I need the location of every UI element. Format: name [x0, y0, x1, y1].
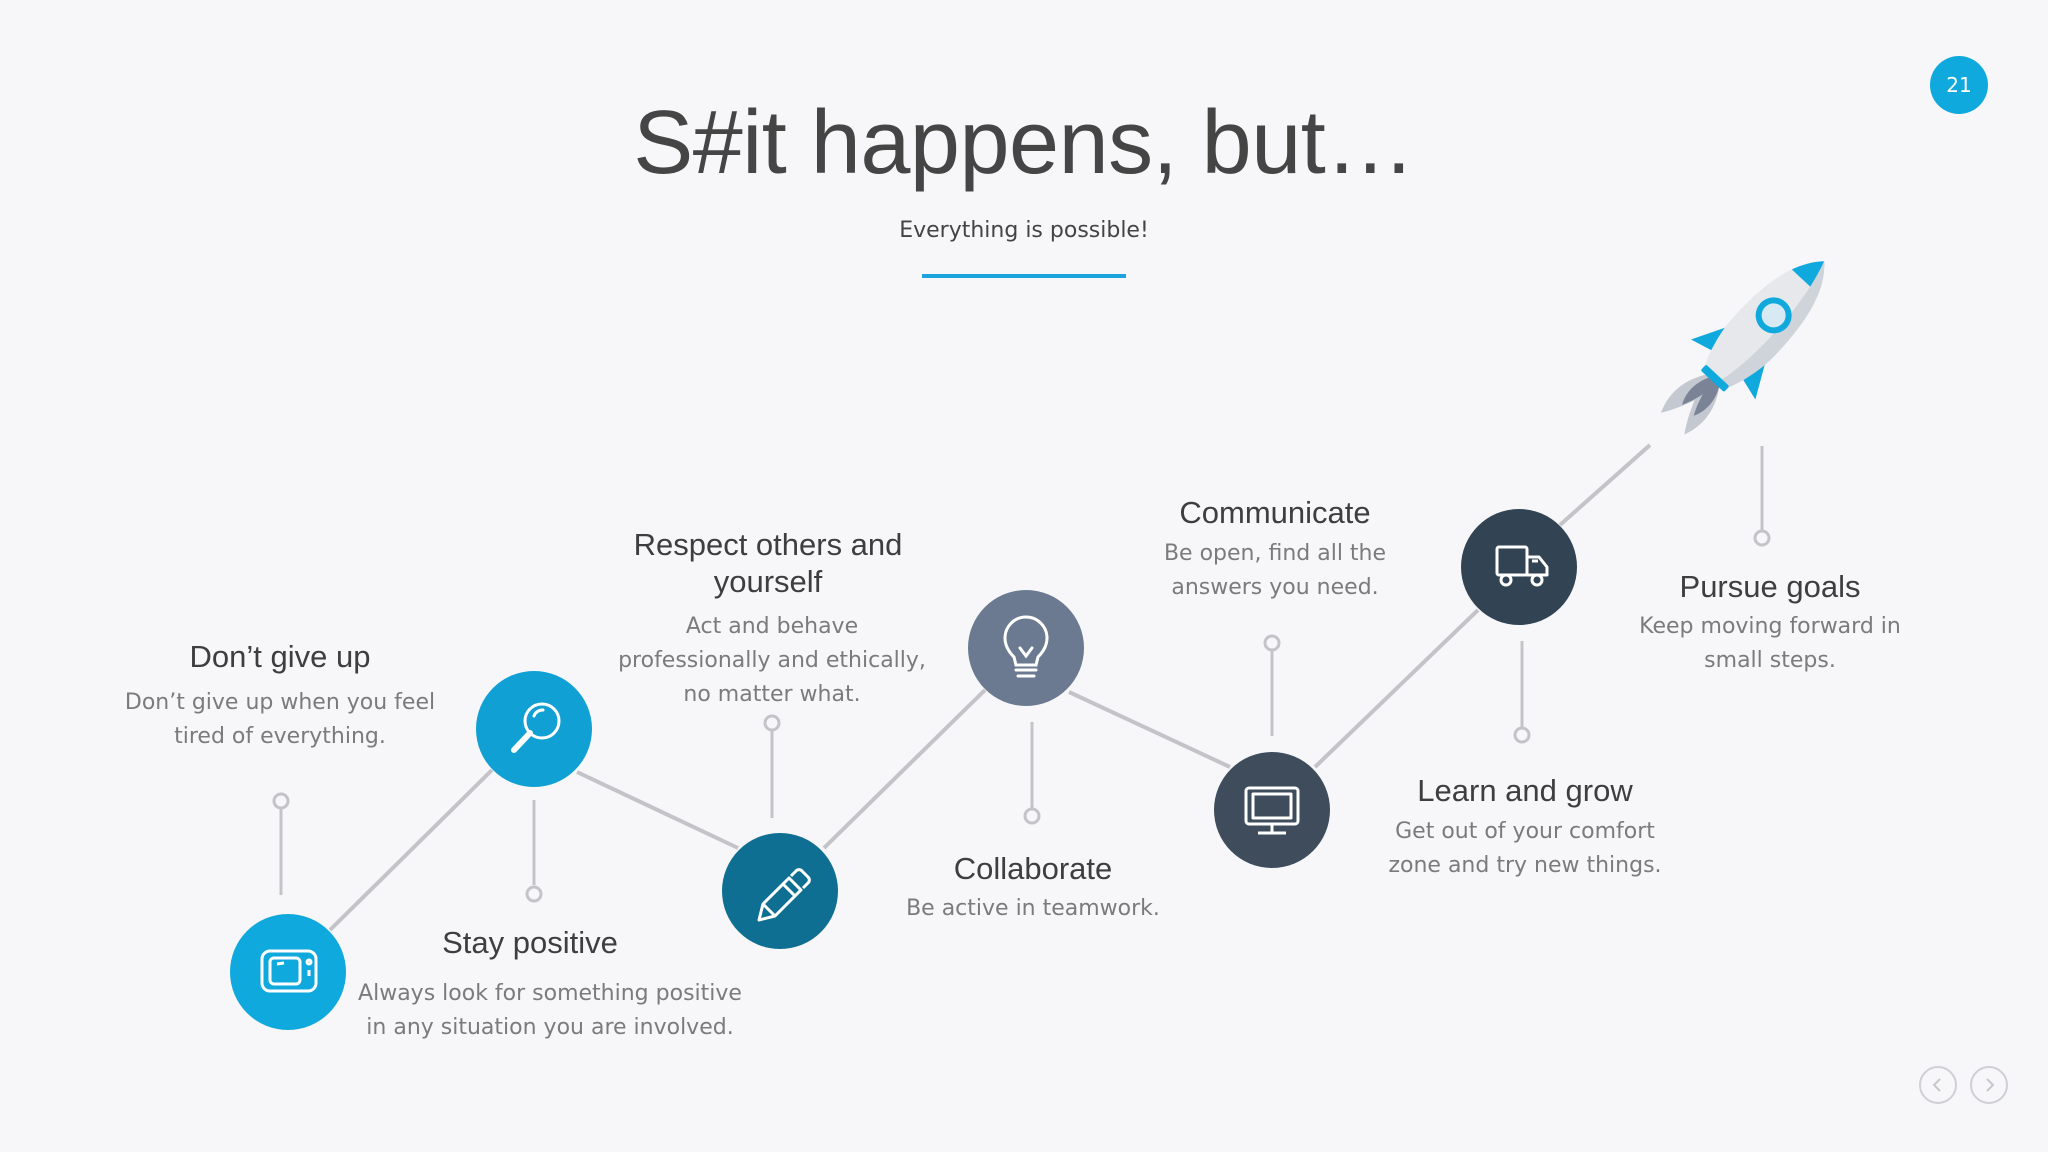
lightbulb-icon [1003, 615, 1049, 678]
title-line: yourself [713, 564, 823, 599]
desc-line: small steps. [1704, 648, 1836, 673]
step-title-collaborate: Collaborate [953, 851, 1113, 886]
pins [272, 446, 1771, 903]
desc-line: Be open, find all the [1163, 541, 1387, 566]
pin-dot [1023, 807, 1041, 825]
step-node-6 [1461, 509, 1577, 625]
pin-dot [1513, 726, 1531, 744]
next-slide-button[interactable] [1970, 1066, 2008, 1104]
step-title-pursue-goals: Pursue goals [1679, 569, 1861, 604]
desc-line: zone and try new things. [1388, 853, 1662, 878]
desc-line: Always look for something positive [358, 981, 742, 1006]
pin-dot [272, 792, 290, 810]
desc-line: no matter what. [683, 682, 861, 707]
desc-line: Don’t give up when you feel [124, 690, 436, 715]
magnifier-icon [511, 702, 561, 753]
step-desc-dont-give-up: Don’t give up when you feel tired of eve… [100, 686, 460, 754]
step-title-dont-give-up: Don’t give up [189, 639, 371, 674]
step-title-respect: Respect others and yourself [598, 526, 938, 600]
step-node-3 [722, 833, 838, 949]
step-desc-stay-positive: Always look for something positive in an… [340, 977, 760, 1045]
desc-line: Keep moving forward in [1639, 614, 1901, 639]
desc-line: Be active in teamwork. [906, 896, 1160, 921]
desc-line: answers you need. [1171, 575, 1379, 600]
path-segment [328, 768, 494, 932]
monitor-icon [1244, 786, 1300, 835]
step-desc-pursue-goals: Keep moving forward in small steps. [1600, 610, 1940, 678]
pencil-icon [757, 868, 811, 922]
slide-subtitle: Everything is possible! [899, 218, 1149, 243]
truck-icon [1495, 545, 1549, 587]
path-segment [822, 688, 987, 850]
step-desc-respect: Act and behave professionally and ethica… [600, 610, 944, 712]
pin-dot [763, 714, 781, 732]
step-desc-learn-and-grow: Get out of your comfort zone and try new… [1355, 815, 1695, 883]
pin-dot [525, 885, 543, 903]
path-segment [576, 770, 739, 850]
title-underline [922, 274, 1126, 278]
pin-dot [1263, 634, 1281, 652]
title-line: Respect others and [633, 527, 903, 562]
step-desc-communicate: Be open, find all the answers you need. [1115, 537, 1435, 605]
chevron-right-icon [1986, 1078, 1995, 1092]
desc-line: Get out of your comfort [1395, 819, 1655, 844]
step-title-communicate: Communicate [1179, 495, 1371, 530]
page-number-badge: 21 [1930, 56, 1988, 114]
desc-line: Act and behave [685, 614, 859, 639]
prev-slide-button[interactable] [1919, 1066, 1957, 1104]
timeline-path [328, 443, 1652, 932]
slide-title: S#it happens, but… [633, 93, 1415, 193]
path-segment [1068, 690, 1231, 769]
step-node-5 [1214, 752, 1330, 868]
step-title-stay-positive: Stay positive [442, 925, 618, 960]
desc-line: professionally and ethically, [618, 648, 926, 673]
chevron-left-icon [1932, 1078, 1941, 1092]
path-segment [1558, 443, 1652, 527]
step-node-2 [476, 671, 592, 787]
rocket-icon [1661, 261, 1825, 435]
pin-dot [1753, 529, 1771, 547]
step-node-4 [968, 590, 1084, 706]
step-desc-collaborate: Be active in teamwork. [853, 892, 1213, 926]
tv-icon [260, 949, 318, 993]
path-segment [1313, 608, 1480, 769]
desc-line: tired of everything. [174, 724, 386, 749]
desc-line: in any situation you are involved. [366, 1015, 734, 1040]
step-title-learn-and-grow: Learn and grow [1417, 773, 1633, 808]
step-node-1 [230, 914, 346, 1030]
